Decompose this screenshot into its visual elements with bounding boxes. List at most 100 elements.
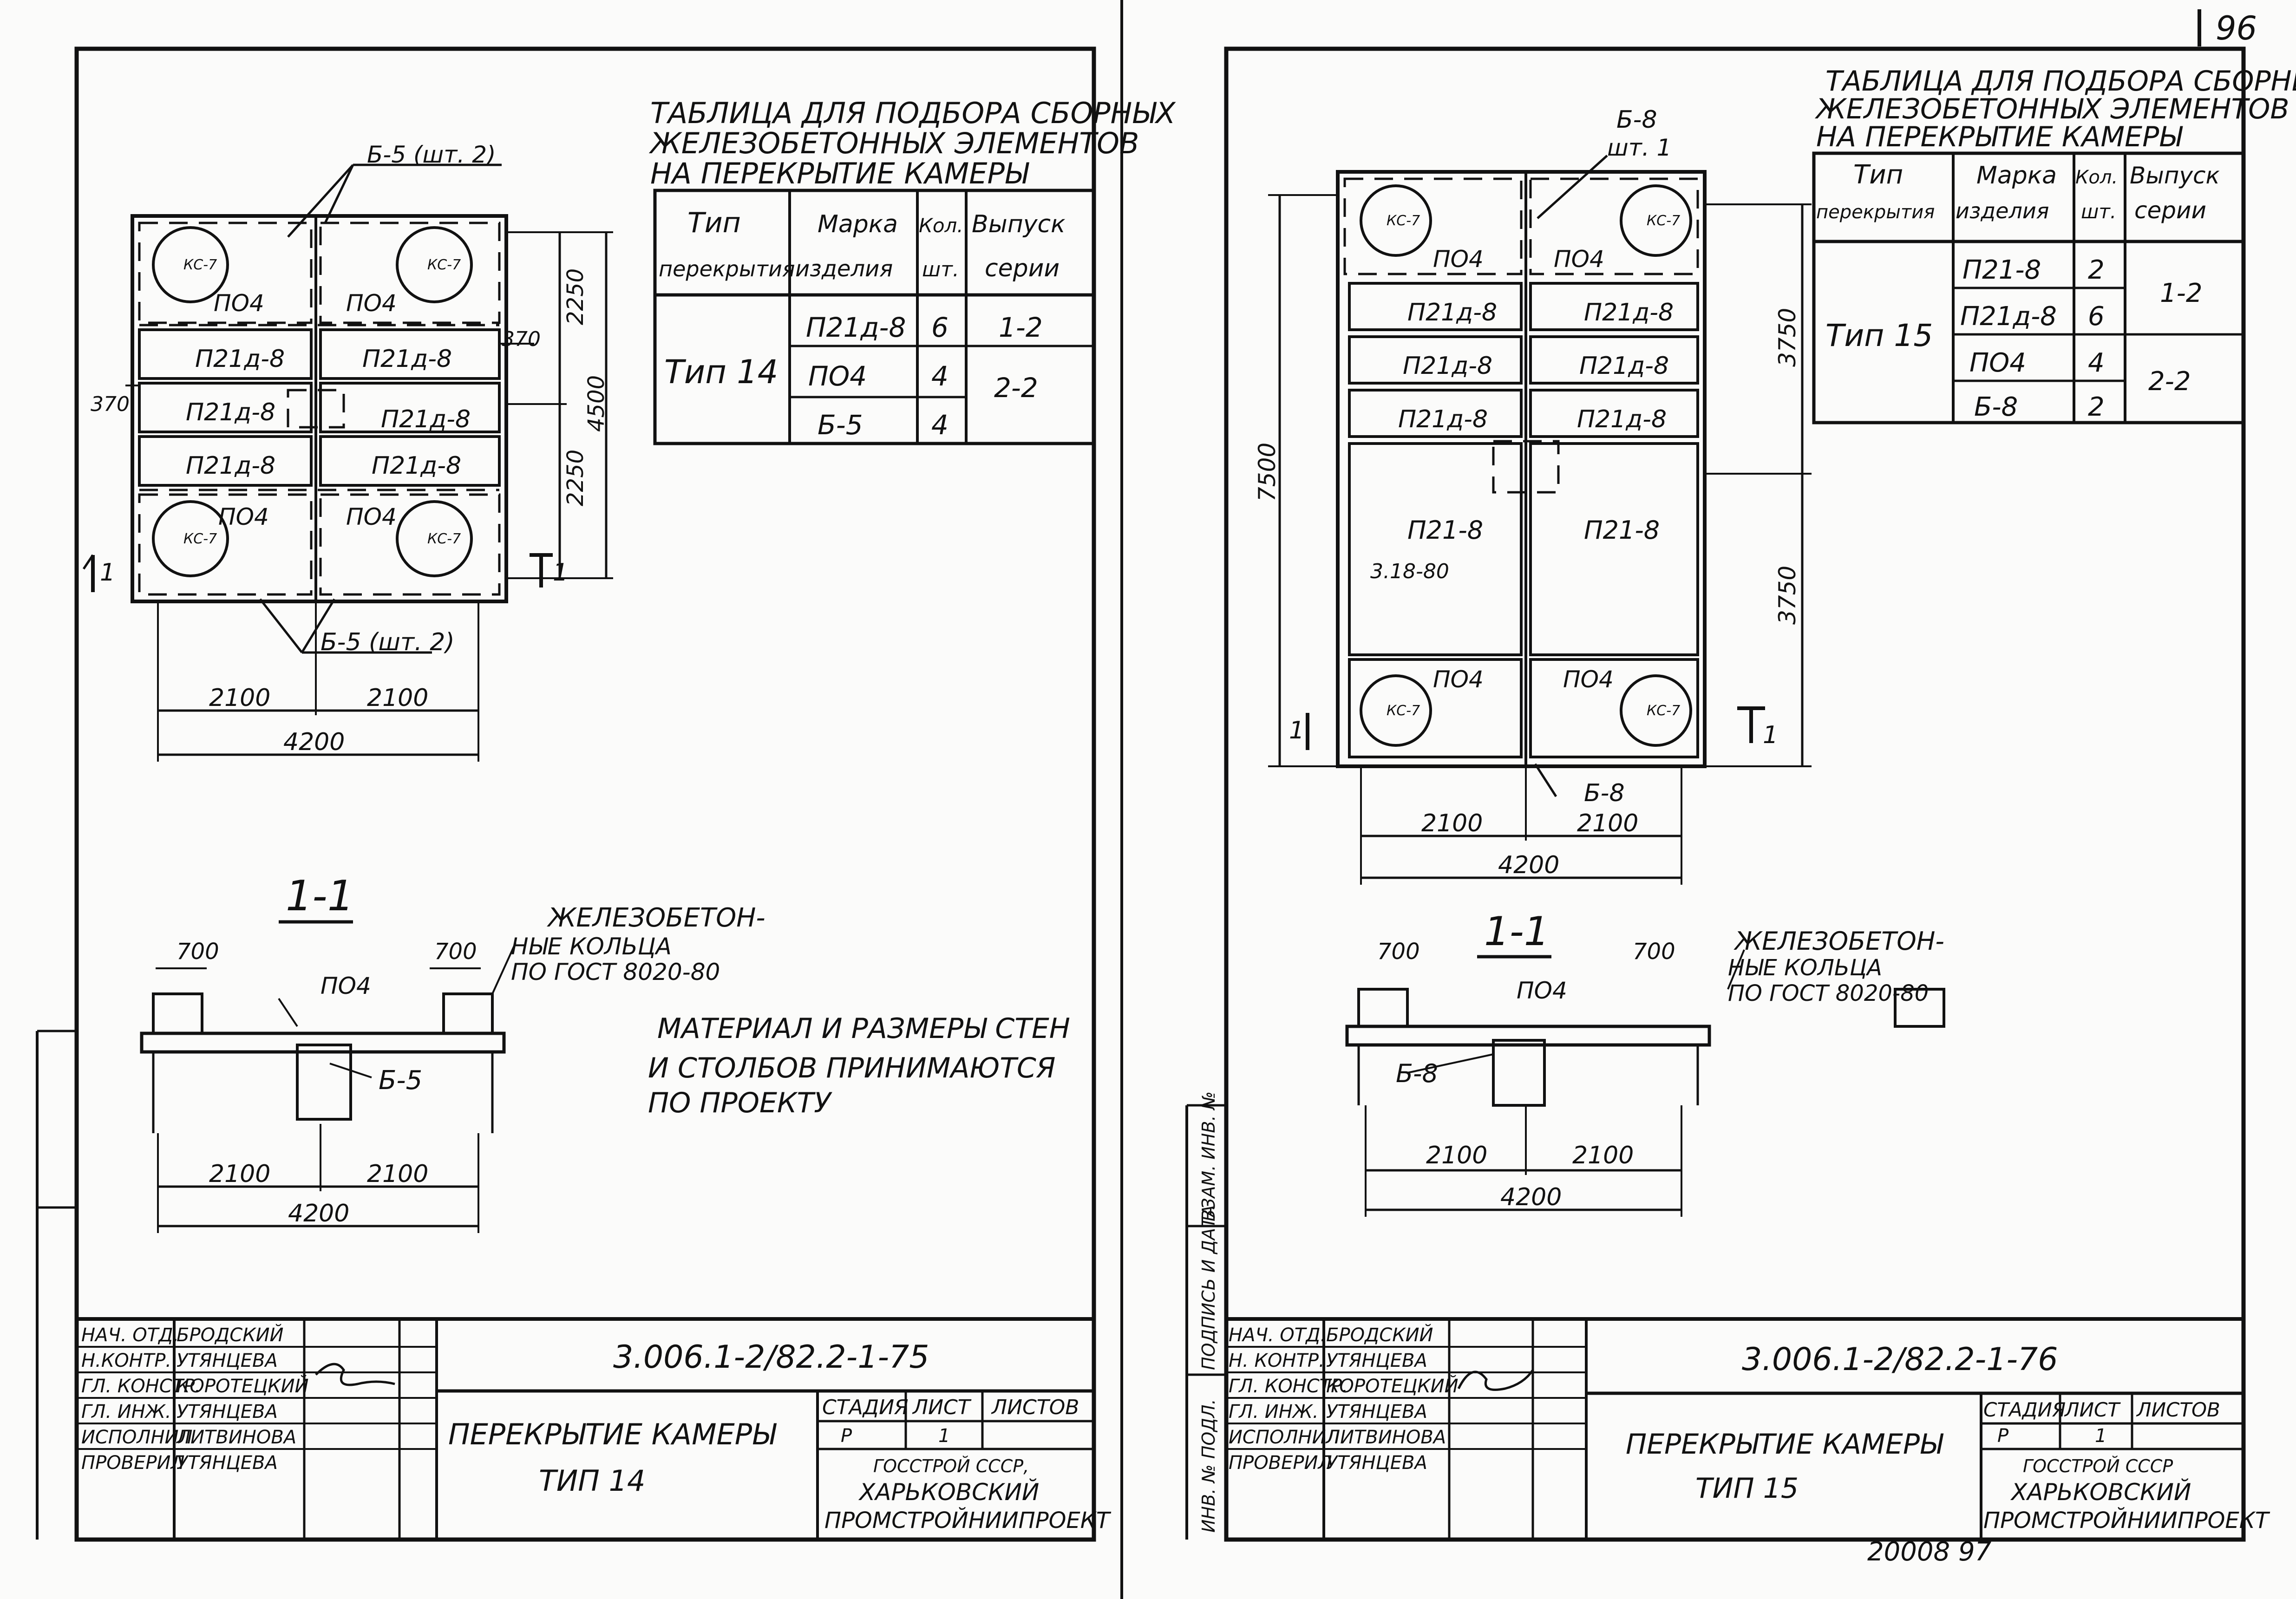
left-note-2: НЫЕ КОЛЬЦА [511,933,672,960]
left-dim-370-b: 370 [502,327,541,351]
page-number: 96 [2216,9,2257,47]
left-stamp-col-stage: СТАДИЯ [822,1396,909,1419]
right-stamp-name-2: УТЯНЦЕВА [1326,1350,1427,1371]
right-stamp-col-sheets: ЛИСТОВ [2136,1398,2220,1421]
right-note-2: НЫЕ КОЛЬЦА [1728,955,1882,981]
right-td-mark-2: П21д-8 [1960,301,2057,332]
left-th-type-2: перекрытия [659,256,795,281]
left-th-qty-2: шт. [922,258,959,281]
right-stamp-role-1: НАЧ. ОТД. [1229,1325,1326,1346]
right-stamp-title-1: ПЕРЕКРЫТИЕ КАМЕРЫ [1626,1428,1944,1461]
left-stamp-title-1: ПЕРЕКРЫТИЕ КАМЕРЫ [448,1417,777,1451]
left-table-title-1: ТАБЛИЦА ДЛЯ ПОДБОРА СБОРНЫХ [650,96,1176,130]
left-ring-4: КС-7 [427,531,461,547]
right-th-mark-1: Марка [1976,162,2057,189]
left-label-po4-4: ПО4 [346,503,397,530]
left-dim-4200: 4200 [283,728,345,756]
left-note-3: ПО ГОСТ 8020-80 [511,959,720,986]
right-ring-2: КС-7 [1647,213,1680,229]
left-stamp-code: 3.006.1-2/82.2-1-75 [613,1339,929,1376]
left-ring-3: КС-7 [183,531,217,547]
right-stamp-note: 3.18-80 [1370,560,1449,583]
left-ring-1: КС-7 [183,257,217,273]
right-selection-table [1812,151,2245,424]
left-th-qty-1: Кол. [919,214,963,237]
right-td-qty-2: 6 [2088,301,2105,332]
right-sec-po4: ПО4 [1517,977,1567,1004]
left-label-p21d8-5: П21д-8 [186,452,275,480]
right-sec-d700-b: 700 [1633,939,1675,965]
right-th-series-1: Выпуск [2130,162,2220,189]
left-th-mark-2: изделия [795,256,893,282]
left-ring-2: КС-7 [427,257,461,273]
right-td-series-2: 2-2 [2148,366,2191,397]
left-label-b5-top: Б-5 (шт. 2) [367,141,496,168]
right-section-view [1345,949,1945,1217]
left-stamp-role-5: ИСПОЛНИЛ [81,1427,193,1448]
right-dim-4200: 4200 [1498,851,1559,879]
right-sec-b8: Б-8 [1396,1059,1438,1088]
bottom-note: 20008 97 [1867,1537,1992,1567]
right-label-po4-2: ПО4 [1554,246,1604,273]
right-stamp-role-6: ПРОВЕРИЛ [1229,1452,1332,1474]
left-label-p21d8-2: П21д-8 [362,345,452,373]
left-stamp-name-5: ЛИТВИНОВА [176,1427,296,1448]
left-stamp-org-3: ПРОМСТРОЙНИИПРОЕКТ [824,1507,1112,1534]
right-sheet-frame [1224,46,2246,1542]
right-stamp-name-3: КОРОТЕЦКИЙ [1326,1375,1459,1397]
right-dim-7500: 7500 [1254,443,1281,502]
right-label-b8-top: Б-8 [1616,106,1657,134]
left-stamp-role-2: Н.КОНТР. [81,1350,171,1371]
left-dim-2250-a: 2250 [563,268,589,325]
right-note-3: ПО ГОСТ 8020-80 [1728,980,1929,1006]
right-label-p218-1: П21-8 [1407,516,1483,545]
left-td-series-1: 1-2 [999,312,1043,343]
left-td-series-2: 2-2 [994,372,1038,404]
left-material-note-3: ПО ПРОЕКТУ [648,1087,832,1119]
left-label-po4-1: ПО4 [214,290,264,317]
right-th-mark-2: изделия [1956,198,2049,223]
left-sec-po4: ПО4 [321,972,371,999]
left-td-mark-1: П21д-8 [806,312,906,343]
left-table-title-3: НА ПЕРЕКРЫТИЕ КАМЕРЫ [650,157,1030,190]
right-label-b8-bottom: Б-8 [1584,779,1625,807]
right-td-series-1: 1-2 [2160,278,2202,308]
right-table-title-1: ТАБЛИЦА ДЛЯ ПОДБОРА СБОРНЫХ [1825,65,2296,98]
right-stamp-name-5: ЛИТВИНОВА [1325,1427,1446,1448]
right-strip-label-3: ВЗАМ. ИНВ. № [1198,1091,1219,1221]
right-label-po4-1: ПО4 [1433,246,1484,273]
left-stamp-role-3: ГЛ. КОНСТР. [81,1376,201,1397]
left-td-qty-3: 4 [931,409,948,441]
left-td-mark-2: ПО4 [808,360,867,392]
left-section-view [140,942,517,1233]
right-ring-1: КС-7 [1387,213,1420,229]
right-stamp-sheet: 1 [2095,1425,2106,1447]
left-th-mark-1: Марка [818,210,898,238]
left-sec-d4200: 4200 [288,1200,349,1227]
right-td-qty-3: 4 [2088,348,2105,378]
left-sec-b5: Б-5 [379,1065,422,1096]
left-dim-2100-a: 2100 [209,684,270,712]
right-label-p218-2: П21-8 [1584,516,1660,545]
left-stamp-stage: Р [841,1425,852,1447]
right-title-block [1226,1317,2244,1540]
left-material-note-1: МАТЕРИАЛ И РАЗМЕРЫ СТЕН [657,1012,1070,1045]
right-dim-3750-b: 3750 [1774,566,1801,625]
right-label-po4-4: ПО4 [1563,666,1614,693]
left-label-p21d8-1: П21д-8 [195,345,285,373]
left-stamp-role-6: ПРОВЕРИЛ [81,1452,185,1474]
left-stamp-org-1: ГОССТРОЙ СССР, [873,1456,1029,1476]
left-sec-d2100-b: 2100 [367,1160,428,1188]
right-td-qty-1: 2 [2088,255,2105,285]
left-stamp-org-2: ХАРЬКОВСКИЙ [858,1478,1039,1506]
right-td-type: Тип 15 [1825,318,1933,353]
right-ring-3: КС-7 [1387,703,1420,719]
left-section-title: 1-1 [286,872,354,920]
left-td-qty-2: 4 [931,360,948,392]
right-label-p21d8-1: П21д-8 [1407,299,1497,326]
right-sec-d700-a: 700 [1377,939,1420,965]
right-stamp-name-4: УТЯНЦЕВА [1326,1401,1427,1423]
right-ring-4: КС-7 [1647,703,1680,719]
right-stamp-org-2: ХАРЬКОВСКИЙ [2010,1478,2191,1506]
right-label-p21d8-6: П21д-8 [1577,405,1667,433]
